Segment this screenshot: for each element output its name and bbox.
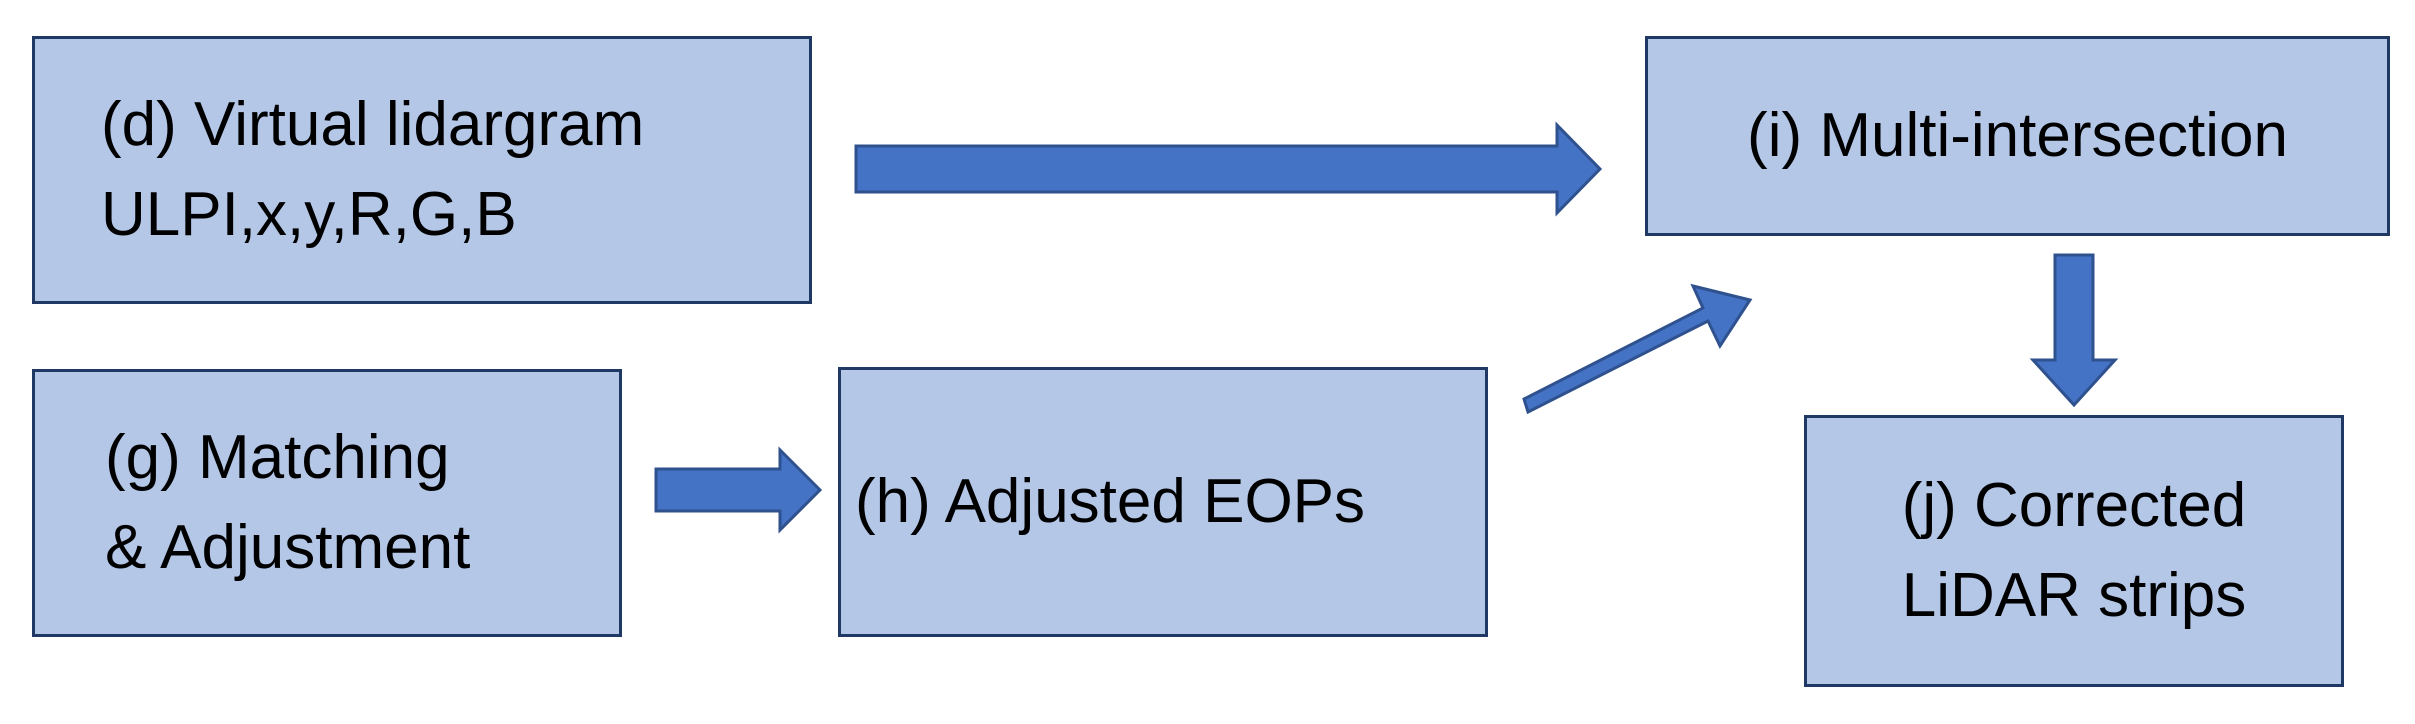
arrow-d-to-i <box>854 121 1603 217</box>
node-virtual-lidargram-line-2: ULPI,x,y,R,G,B <box>101 180 517 249</box>
arrow-h-to-i <box>1522 283 1753 415</box>
node-corrected-lidar-strips-line-2: LiDAR strips <box>1901 561 2247 630</box>
node-adjusted-eops-line-1: (h) Adjusted EOPs <box>855 467 1366 537</box>
node-multi-intersection-line-1: (i) Multi-intersection <box>1747 101 2288 171</box>
node-multi-intersection: (i) Multi-intersection <box>1645 36 2390 236</box>
node-matching-adjustment: (g) Matching & Adjustment <box>32 369 622 637</box>
node-virtual-lidargram: (d) Virtual lidargram ULPI,x,y,R,G,B <box>32 36 812 304</box>
node-matching-adjustment-line-2: & Adjustment <box>105 513 471 582</box>
node-matching-adjustment-line-1: (g) Matching <box>105 423 450 493</box>
node-corrected-lidar-strips-line-1: (j) Corrected <box>1901 471 2247 541</box>
node-adjusted-eops: (h) Adjusted EOPs <box>838 367 1488 637</box>
node-virtual-lidargram-line-1: (d) Virtual lidargram <box>101 90 645 160</box>
node-corrected-lidar-strips: (j) Corrected LiDAR strips <box>1804 415 2344 687</box>
arrow-i-to-j <box>2029 253 2119 408</box>
arrow-g-to-h <box>654 446 823 534</box>
